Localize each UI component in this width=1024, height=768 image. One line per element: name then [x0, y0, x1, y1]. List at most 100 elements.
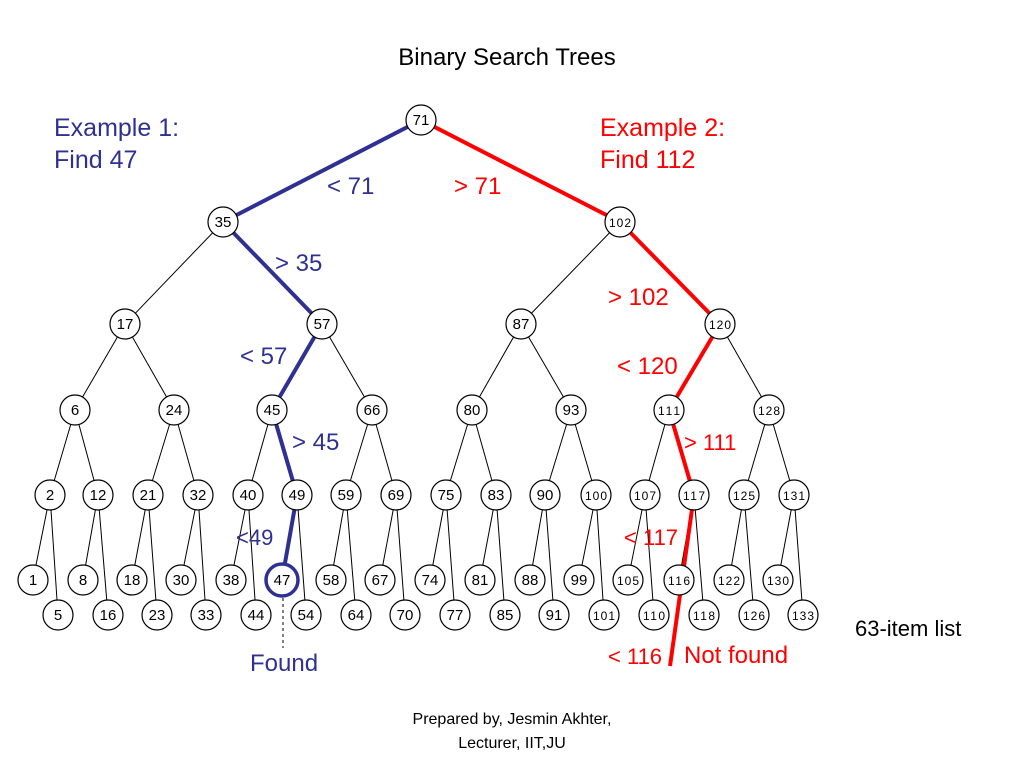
node-circle [629, 479, 661, 511]
tree-node: 70 [389, 599, 421, 631]
node-circle [456, 394, 488, 426]
node-circle [464, 564, 496, 596]
node-circle [364, 564, 396, 596]
tree-node: 24 [158, 394, 190, 426]
tree-node: 12 [82, 479, 114, 511]
node-circle [256, 394, 288, 426]
tree-node: 44 [240, 599, 272, 631]
search-path-edge [618, 220, 722, 326]
node-value: 100 [585, 489, 607, 503]
node-circle [42, 599, 74, 631]
path2-label: < 120 [617, 353, 678, 380]
search-path-edge [420, 118, 621, 224]
node-value: 67 [372, 572, 389, 589]
tree-edge [445, 494, 456, 616]
node-value: 91 [546, 607, 563, 624]
tree-node: 133 [787, 599, 819, 631]
tree-node: 8 [67, 564, 99, 596]
footer-line1: Prepared by, Jesmin Akhter, [413, 711, 612, 728]
node-value: 77 [447, 607, 464, 624]
node-value: 54 [298, 607, 315, 624]
search-path-edge [221, 220, 324, 326]
node-circle [563, 564, 595, 596]
found-label: Found [250, 650, 318, 677]
node-circle [132, 479, 164, 511]
node-value: 32 [190, 487, 207, 504]
tree-edge [743, 494, 755, 616]
tree-node: 118 [688, 599, 720, 631]
node-circle [778, 479, 810, 511]
node-circle [380, 479, 412, 511]
tree-node: 49 [281, 479, 313, 511]
tree-node: 85 [489, 599, 521, 631]
tree-edge [345, 494, 357, 616]
node-circle [232, 479, 264, 511]
node-value: 16 [100, 607, 117, 624]
path1-label: <49 [236, 525, 273, 550]
tree-node: 67 [364, 564, 396, 596]
page-title: Binary Search Trees [398, 44, 615, 71]
tree-node: 122 [713, 564, 745, 596]
node-circle [116, 564, 148, 596]
tree-node: 130 [762, 564, 794, 596]
tree-node: 107 [629, 479, 661, 511]
node-circle [505, 308, 537, 340]
tree-node: 17 [109, 308, 141, 340]
tree-edge [471, 323, 522, 411]
node-value: 130 [767, 574, 789, 588]
tree-node: 33 [190, 599, 222, 631]
node-value: 23 [149, 607, 166, 624]
node-circle [538, 599, 570, 631]
node-circle [92, 599, 124, 631]
node-circle [753, 394, 785, 426]
tree-edge [74, 323, 126, 411]
node-circle [604, 206, 636, 238]
node-value: 111 [658, 404, 680, 418]
node-value: 69 [388, 487, 405, 504]
node-value: 74 [422, 572, 439, 589]
tree-node: 88 [514, 564, 546, 596]
node-value: 24 [166, 402, 183, 419]
tree-node: 16 [92, 599, 124, 631]
tree-node: 69 [380, 479, 412, 511]
node-circle [713, 564, 745, 596]
tree-node: 111 [653, 394, 685, 426]
node-value: 125 [733, 489, 755, 503]
tree-node: 59 [330, 479, 362, 511]
node-circle [439, 599, 471, 631]
node-value: 35 [215, 214, 232, 231]
tree-edge [495, 494, 506, 616]
node-value: 71 [413, 112, 430, 129]
node-value: 126 [743, 609, 765, 623]
node-value: 47 [274, 572, 291, 589]
node-circle [340, 599, 372, 631]
node-circle [215, 564, 247, 596]
node-value: 88 [522, 572, 539, 589]
node-circle [653, 394, 685, 426]
node-value: 128 [758, 404, 780, 418]
tree-node: 66 [356, 394, 388, 426]
node-circle [207, 206, 239, 238]
tree-node: 93 [555, 394, 587, 426]
node-value: 85 [497, 607, 514, 624]
example1-task: Find 47 [54, 146, 137, 174]
node-value: 101 [593, 609, 615, 623]
tree-edge [49, 494, 59, 616]
node-circle [17, 564, 49, 596]
tree-node: 75 [430, 479, 462, 511]
node-value: 30 [173, 572, 190, 589]
node-circle [356, 394, 388, 426]
node-circle [688, 599, 720, 631]
path1-label: > 45 [292, 429, 339, 456]
node-circle [290, 599, 322, 631]
node-circle [663, 564, 695, 596]
node-value: 49 [289, 487, 306, 504]
tree-edge [520, 221, 621, 325]
node-value: 133 [792, 609, 814, 623]
footer-line2: Lecturer, IIT,JU [458, 735, 566, 752]
node-value: 38 [223, 572, 240, 589]
tree-node: 101 [588, 599, 620, 631]
tree-node: 128 [753, 394, 785, 426]
path2-label: > 71 [454, 173, 501, 200]
node-value: 5 [54, 607, 62, 624]
